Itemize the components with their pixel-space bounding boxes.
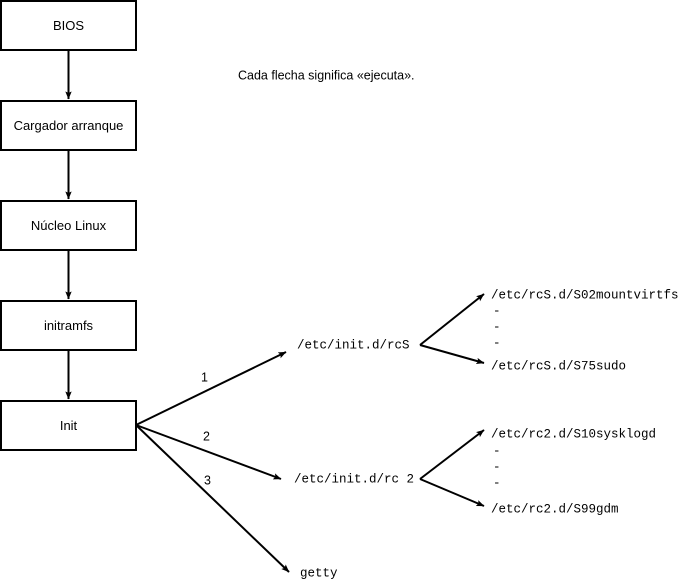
branch-number-2: 2 (203, 429, 210, 443)
rcs-ellipsis-1: - (493, 304, 501, 318)
diagram-note: Cada flecha significa «ejecuta». (238, 68, 415, 82)
box-kernel: Núcleo Linux (0, 200, 137, 251)
arrow-rc2-to-first-script (419, 429, 485, 480)
arrow-init-to-getty (135, 424, 290, 573)
arrow-rcs-to-first-script (419, 293, 485, 346)
rcs-ellipsis-3: - (493, 336, 501, 350)
arrow-init-to-rc2 (135, 424, 282, 480)
node-rc2-label: /etc/init.d/rc 2 (294, 472, 414, 486)
rcs-script-first: /etc/rcS.d/S02mountvirtfs (491, 288, 679, 302)
rc2-script-first: /etc/rc2.d/S10sysklogd (491, 427, 656, 441)
arrow-rc2-to-last-script (419, 478, 485, 507)
branch-number-1: 1 (201, 370, 208, 384)
rc2-ellipsis-3: - (493, 476, 501, 490)
node-getty-label: getty (300, 566, 338, 580)
rcs-script-last: /etc/rcS.d/S75sudo (491, 359, 626, 373)
box-bootloader: Cargador arranque (0, 100, 137, 151)
rc2-ellipsis-1: - (493, 444, 501, 458)
box-bios-label: BIOS (53, 18, 84, 33)
node-rcs-label: /etc/init.d/rcS (297, 338, 410, 352)
rc2-ellipsis-2: - (493, 460, 501, 474)
box-init-label: Init (60, 418, 78, 433)
box-bootloader-label: Cargador arranque (14, 118, 124, 133)
box-kernel-label: Núcleo Linux (31, 218, 107, 233)
branch-number-3: 3 (204, 473, 211, 487)
box-bios: BIOS (0, 0, 137, 51)
box-initramfs: initramfs (0, 300, 137, 351)
rcs-ellipsis-2: - (493, 320, 501, 334)
arrow-init-to-rcs (135, 351, 287, 426)
arrow-rcs-to-last-script (419, 344, 485, 365)
box-init: Init (0, 400, 137, 451)
box-bootloader-rect (0, 100, 137, 151)
box-kernel-rect (0, 200, 137, 251)
box-initramfs-label: initramfs (44, 318, 94, 333)
box-bios-rect (0, 0, 137, 51)
rc2-script-last: /etc/rc2.d/S99gdm (491, 502, 619, 516)
